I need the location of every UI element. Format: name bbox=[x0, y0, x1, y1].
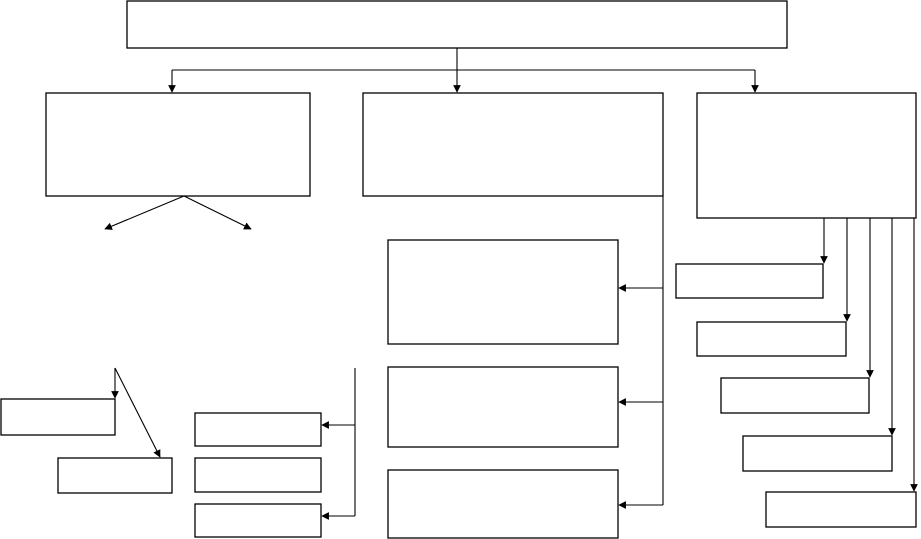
right-child-box-3 bbox=[720, 377, 870, 414]
bottom-mid-box-3 bbox=[194, 503, 322, 538]
connectors-left-split bbox=[104, 195, 252, 230]
level1-middle-box bbox=[362, 92, 664, 197]
right-child-box-4 bbox=[742, 435, 893, 472]
right-child-box-1 bbox=[675, 263, 824, 299]
right-child-box-5 bbox=[765, 491, 917, 528]
bottom-left-box-a bbox=[0, 398, 116, 436]
top-box bbox=[126, 0, 788, 49]
middle-child-box-1 bbox=[387, 239, 619, 345]
connectors-middle-bus bbox=[618, 196, 664, 509]
connectors-bottom-left bbox=[111, 367, 161, 458]
connectors-right-fan bbox=[820, 218, 918, 492]
middle-child-box-2 bbox=[387, 366, 619, 448]
middle-child-box-3 bbox=[387, 469, 619, 539]
level1-left-box bbox=[45, 92, 311, 197]
bottom-mid-box-2 bbox=[194, 457, 322, 493]
right-child-box-2 bbox=[696, 321, 847, 357]
connectors-top bbox=[168, 48, 759, 93]
bottom-mid-box-1 bbox=[194, 412, 322, 447]
level1-right-box bbox=[696, 92, 917, 219]
bottom-left-box-b bbox=[57, 457, 173, 494]
connectors-bottom-mid bbox=[321, 368, 356, 520]
